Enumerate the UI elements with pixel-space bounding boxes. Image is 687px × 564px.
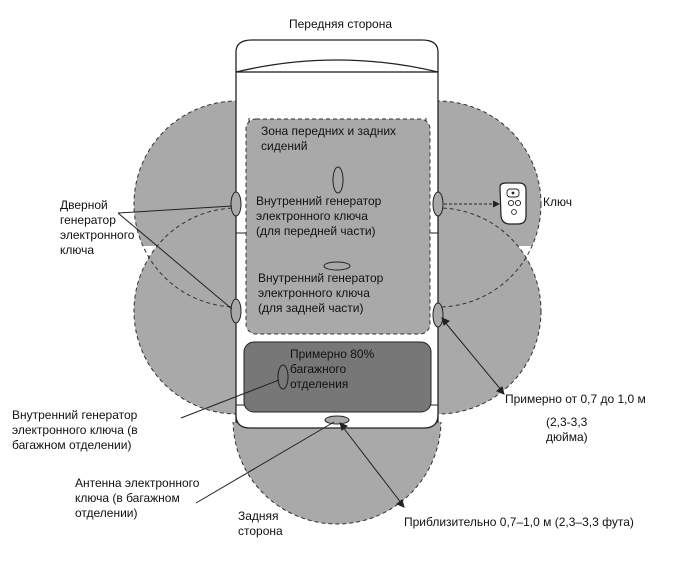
zone-rear-right [436,246,541,414]
trunk-zone [243,341,432,413]
door-generator-label: Дверной генератор электронного ключа [60,198,135,257]
door-generator-front-left [230,191,242,217]
front-interior-generator [332,166,344,194]
zone-rear-left [134,246,240,414]
rear-interior-generator [323,261,351,271]
seat-zone [245,118,431,335]
door-antenna-zones [133,100,542,415]
trunk-antenna [324,415,350,425]
trunk-interior-generator [277,364,289,390]
door-generator-front-right [432,191,444,217]
rear-antenna-zone [232,422,442,525]
range-side-inches-label: (2,3-3,3 дюйма) [546,415,588,444]
range-arrows [339,317,505,508]
front-side-label: Передняя сторона [289,17,393,31]
generators [230,166,444,425]
key-signal-arrow [444,200,500,208]
trunk-antenna-label: Антенна электронного ключа (в багажном о… [75,476,200,520]
seat-zone-label: Зона передних и задних сидений [261,124,397,153]
rear-generator-label: Внутренний генератор электронного ключа … [258,271,384,315]
trunk-zone-label: Примерно 80% багажного отделения [290,347,375,391]
front-generator-label: Внутренний генератор электронного ключа … [256,194,382,238]
range-side-label: Примерно от 0,7 до 1,0 м [505,392,646,406]
door-generator-rear-left [230,298,242,324]
door-generator-rear-right [432,302,444,328]
zone-front-left [134,101,240,246]
key-fob-icon [499,182,527,225]
rear-side-label: Задняя сторона [238,509,283,538]
trunk-generator-label: Внутренний генератор электронного ключа … [12,408,138,452]
range-rear-label: Приблизительно 0,7–1,0 м (2,3–3,3 фута) [404,515,634,529]
leader-lines [117,205,335,504]
key-label: Ключ [543,195,572,209]
